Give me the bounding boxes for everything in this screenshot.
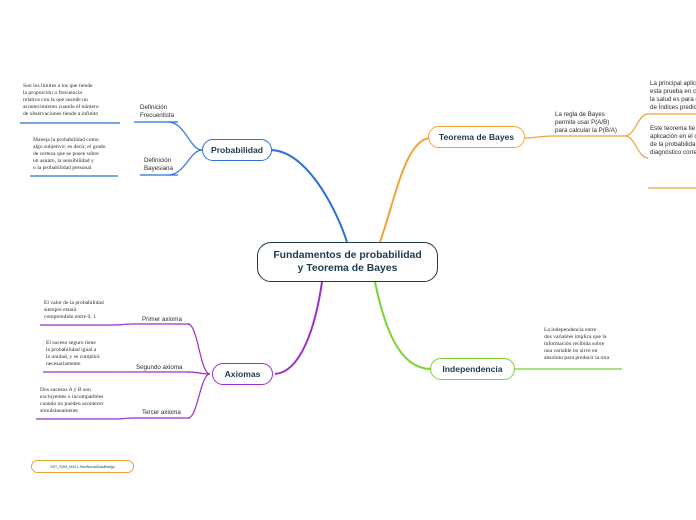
note-line: o la probabilidad personal	[33, 165, 92, 171]
link-central-probabilidad	[269, 149, 348, 243]
link-probabilidad-bayesiana	[167, 149, 203, 176]
note-line: absoluto para predecir la otra	[544, 355, 610, 361]
topic-independencia[interactable]: Independencia	[430, 358, 515, 380]
note-line: de certeza que se posee sobre	[33, 151, 99, 157]
subtopic-label: Primer axioma	[142, 316, 182, 323]
note-line: de Índices predic	[650, 104, 696, 111]
note-line: Son los limites a los que tiende	[23, 83, 93, 89]
topic-probabilidad-label: Probabilidad	[210, 145, 264, 155]
note-line: Maneja la probabilidad como	[33, 137, 99, 143]
topic-teorema-de-bayes[interactable]: Teorema de Bayes	[428, 126, 525, 148]
link-teorema-note1	[624, 113, 649, 137]
note-line: algo subjetivo; es decir, el grado	[33, 144, 106, 150]
note-line: esta prueba en c	[650, 88, 696, 95]
floating-tag-label: SST_SGM_M421-SheiNoraaDiasBiatigo	[50, 464, 115, 469]
note-bayesiana[interactable]: Maneja la probabilidad como algo subjeti…	[33, 137, 105, 172]
note-line: cuando no pueden acontecer	[40, 401, 104, 407]
note-line: diagnóstico corre	[650, 149, 696, 156]
note-line: la probabilidad igual a	[46, 347, 97, 353]
link-central-teorema	[379, 137, 431, 243]
note-line: la unidad, y se cumplirá	[46, 354, 100, 360]
link-probabilidad-frecuentista	[167, 121, 203, 151]
subtopic-frecuentista[interactable]: Definición Frecuentista	[140, 104, 174, 120]
note-segundo-axioma[interactable]: El suceso seguro tiene la probabilidad i…	[46, 340, 100, 368]
topic-teorema-label: Teorema de Bayes	[438, 132, 515, 142]
note-teorema-aplicacion[interactable]: La principal aplic esta prueba en c la s…	[650, 80, 696, 112]
note-line: aplicación en el c	[650, 133, 696, 140]
note-line: relativa con la que sucede un	[23, 97, 88, 103]
link-central-axiomas	[274, 281, 323, 375]
subtopic-tercer-axioma[interactable]: Tercer axioma	[142, 409, 181, 417]
subtopic-line: para calcular la P(B/A)	[555, 127, 617, 134]
note-line: información recibida sobre	[544, 341, 605, 347]
link-tercer-note	[114, 417, 135, 420]
floating-tag[interactable]: SST_SGM_M421-SheiNoraaDiasBiatigo	[31, 460, 134, 473]
note-line: simultáneamente	[40, 408, 78, 414]
note-line: dos variables implica que la	[544, 334, 607, 340]
topic-axiomas[interactable]: Axiomas	[212, 363, 273, 385]
note-frecuentista[interactable]: Son los limites a los que tiende la prop…	[23, 83, 99, 118]
note-line: El valor de la probabilidad	[44, 300, 104, 306]
link-teorema-sub	[524, 135, 554, 139]
subtopic-frecuentista-line: Definición	[140, 104, 168, 111]
note-line: la salud es para c	[650, 96, 696, 103]
subtopic-segundo-axioma[interactable]: Segundo axioma	[136, 364, 182, 372]
subtopic-bayesiana[interactable]: Definición Bayesiana	[144, 157, 173, 173]
note-independencia[interactable]: La independencia entre dos variables imp…	[544, 327, 609, 362]
link-primer-note	[114, 323, 133, 326]
note-line: La independencia entre	[544, 327, 597, 333]
note-line: de la probabilida	[650, 141, 696, 148]
subtopic-frecuentista-line: Frecuentista	[140, 112, 175, 119]
link-axiomas-segundo	[187, 371, 211, 375]
note-teorema-diagnostico[interactable]: Este teorema tie aplicación en el c de l…	[650, 125, 696, 157]
note-line: una variable no sirve en	[544, 348, 598, 354]
note-line: Este teorema tie	[650, 125, 696, 132]
subtopic-regla-de-bayes[interactable]: La regla de Bayes permite usar P(A/B) pa…	[555, 111, 617, 135]
link-axiomas-tercer	[187, 373, 211, 419]
topic-axiomas-label: Axiomas	[224, 369, 261, 379]
link-teorema-note2	[624, 135, 649, 159]
note-tercer-axioma[interactable]: Dos sucesos A y B son excluyentes o inco…	[40, 387, 104, 415]
note-line: La principal aplic	[650, 80, 696, 87]
note-line: la proporción o frecuencia	[23, 90, 82, 96]
note-line: Dos sucesos A y B son	[40, 387, 91, 393]
subtopic-label: Segundo axioma	[136, 364, 183, 371]
subtopic-primer-axioma[interactable]: Primer axioma	[142, 316, 182, 324]
central-title-line2: y Teorema de Bayes	[297, 263, 398, 274]
central-title-line1: Fundamentos de probabilidad	[273, 250, 422, 261]
subtopic-bayesiana-line: Bayesiana	[144, 165, 173, 172]
note-line: acontecimiento cuando el número	[23, 104, 99, 110]
subtopic-line: permite usar P(A/B)	[555, 119, 610, 126]
topic-independencia-label: Independencia	[442, 364, 503, 374]
note-line: comprendido entre 0, 1	[44, 314, 96, 320]
note-line: excluyentes o incompatibles	[40, 394, 104, 400]
link-central-independencia	[374, 281, 431, 370]
note-line: siempre estará	[44, 307, 77, 313]
topic-probabilidad[interactable]: Probabilidad	[202, 139, 272, 161]
subtopic-bayesiana-line: Definición	[144, 157, 172, 164]
subtopic-label: Tercer axioma	[142, 409, 181, 416]
link-axiomas-primer	[187, 323, 211, 375]
central-topic[interactable]: Fundamentos de probabilidad y Teorema de…	[257, 242, 438, 282]
note-line: de observaciones tiende a infinito	[23, 111, 99, 117]
note-line: necesariamente	[46, 361, 81, 367]
subtopic-line: La regla de Bayes	[555, 111, 605, 118]
note-line: un asunto, la sensibilidad y	[33, 158, 94, 164]
note-line: El suceso seguro tiene	[46, 340, 96, 346]
note-primer-axioma[interactable]: El valor de la probabilidad siempre esta…	[44, 300, 104, 321]
